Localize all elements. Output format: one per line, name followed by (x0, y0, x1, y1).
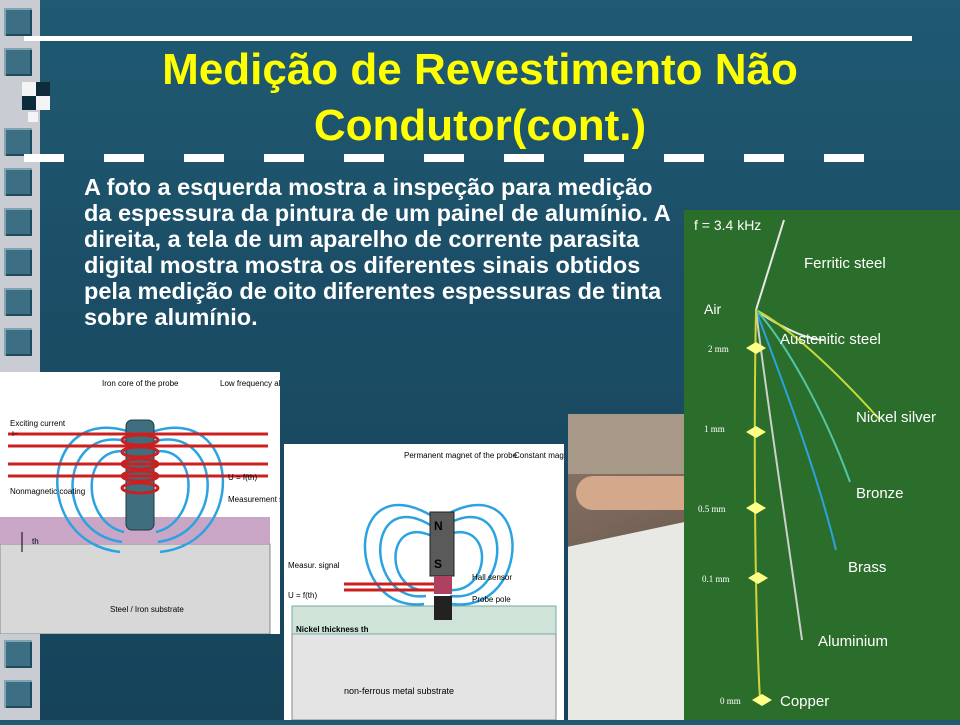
decor-square (4, 248, 32, 276)
label-probe-pole: Probe pole (472, 595, 511, 604)
decor-square (4, 8, 32, 36)
hall-probe-illustration: N S Permanent magnet of the probe Consta… (288, 451, 564, 720)
thickness-label-0mm: 0 mm (720, 696, 741, 706)
material-label-copper: Copper (780, 693, 829, 710)
photo-wall (568, 414, 688, 474)
decor-square (4, 288, 32, 316)
decor-block (28, 112, 38, 122)
decor-square (4, 168, 32, 196)
material-label-bronze: Bronze (856, 485, 904, 502)
impedance-plane-plot: f = 3.4 kHz Air Ferritic steel Austeniti… (694, 217, 936, 710)
decor-square (4, 640, 32, 668)
material-label-austenitic: Austenitic steel (780, 331, 881, 348)
decor-square (4, 208, 32, 236)
thickness-label-05mm: 0.5 mm (698, 504, 726, 514)
label-permanent-magnet: Permanent magnet of the probe (404, 451, 518, 460)
thickness-label-2mm: 2 mm (708, 344, 729, 354)
label-measurement-signal: Measurement signal (228, 495, 280, 504)
title-top-rule (24, 36, 912, 41)
label-nonmagnetic-coating: Nonmagnetic coating (10, 487, 85, 496)
induction-probe-illustration: Iron core of the probe Low frequency alt… (0, 379, 280, 634)
label-measur-signal: Measur. signal (288, 561, 340, 570)
decor-square (4, 48, 32, 76)
label-steel-substrate: Steel / Iron substrate (110, 605, 184, 614)
air-label: Air (704, 301, 721, 317)
label-north: N (434, 519, 443, 533)
decor-square (4, 680, 32, 708)
material-label-aluminium: Aluminium (818, 633, 888, 650)
label-constant-field: Constant magnetic field (514, 451, 564, 460)
decor-block (36, 96, 50, 110)
decor-block (36, 82, 50, 96)
label-nickel-thickness: Nickel thickness th (296, 625, 369, 634)
photo-painted-panel (568, 521, 688, 720)
label-u-fth-middle: U = f(th) (288, 591, 317, 600)
label-non-ferrous-substrate: non-ferrous metal substrate (344, 686, 454, 696)
slide-title: Medição de Revestimento Não Condutor(con… (162, 45, 798, 150)
material-label-nickel-silver: Nickel silver (856, 409, 936, 426)
label-south: S (434, 557, 442, 571)
diagram-hall-sensor: N S Permanent magnet of the probe Consta… (284, 444, 564, 720)
label-th: th (32, 537, 39, 546)
material-label-ferritic: Ferritic steel (804, 255, 886, 272)
label-low-frequency: Low frequency alternating magnetic field (220, 379, 280, 388)
eddy-current-display: f = 3.4 kHz Air Ferritic steel Austeniti… (684, 210, 960, 720)
thickness-label-01mm: 0.1 mm (702, 574, 730, 584)
label-current-symbol: I~ (12, 431, 18, 438)
inspection-photo (568, 414, 688, 720)
decor-square (4, 328, 32, 356)
diagram-magnetic-induction: Iron core of the probe Low frequency alt… (0, 372, 280, 634)
label-u-fth: U = f(th) (228, 473, 257, 482)
photo-arm (576, 476, 686, 510)
frequency-label: f = 3.4 kHz (694, 217, 761, 233)
material-label-brass: Brass (848, 559, 886, 576)
decor-block (22, 96, 36, 110)
slide-body-text: A foto a esquerda mostra a inspeção para… (84, 174, 671, 330)
thickness-label-1mm: 1 mm (704, 424, 725, 434)
label-exciting-current: Exciting current (10, 419, 66, 428)
decor-square (4, 128, 32, 156)
label-hall-sensor: Hall sensor (472, 573, 512, 582)
decor-block (22, 82, 36, 96)
label-iron-core: Iron core of the probe (102, 379, 179, 388)
